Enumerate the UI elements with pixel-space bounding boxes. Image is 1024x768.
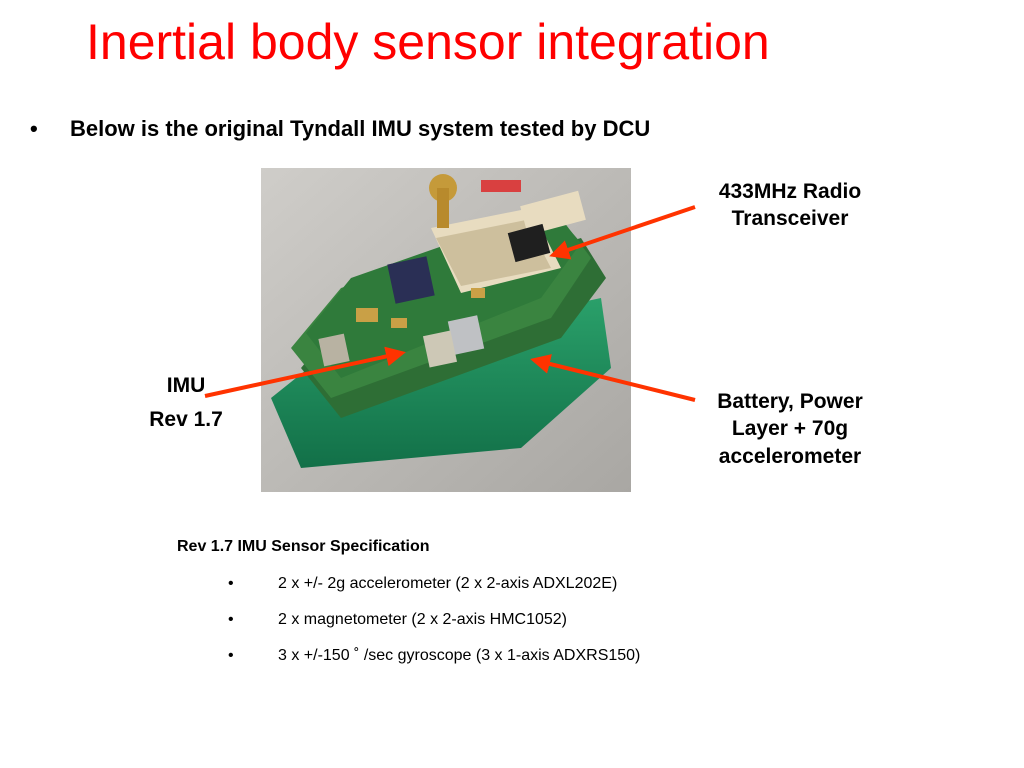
- imu-label: IMU Rev 1.7: [149, 374, 223, 432]
- imu-system-photo: [261, 168, 631, 492]
- spec-title: Rev 1.7 IMU Sensor Specification: [177, 538, 430, 555]
- intro-bullet: • Below is the original Tyndall IMU syste…: [30, 116, 650, 142]
- spec-item: •3 x +/-150 ˚ /sec gyroscope (3 x 1-axis…: [228, 647, 641, 664]
- bullet-dot-icon: •: [30, 116, 38, 141]
- bullet-dot-icon: •: [228, 575, 234, 592]
- intro-bullet-text: Below is the original Tyndall IMU system…: [70, 116, 651, 141]
- spec-item: •2 x magnetometer (2 x 2-axis HMC1052): [228, 611, 567, 628]
- spec-item: •2 x +/- 2g accelerometer (2 x 2-axis AD…: [228, 575, 618, 592]
- slide-title: Inertial body sensor integration: [86, 14, 770, 70]
- battery-layer-label: Battery, Power Layer + 70g accelerometer: [717, 390, 863, 468]
- bullet-dot-icon: •: [228, 647, 234, 664]
- bullet-dot-icon: •: [228, 611, 234, 628]
- radio-transceiver-label: 433MHz Radio Transceiver: [718, 180, 862, 231]
